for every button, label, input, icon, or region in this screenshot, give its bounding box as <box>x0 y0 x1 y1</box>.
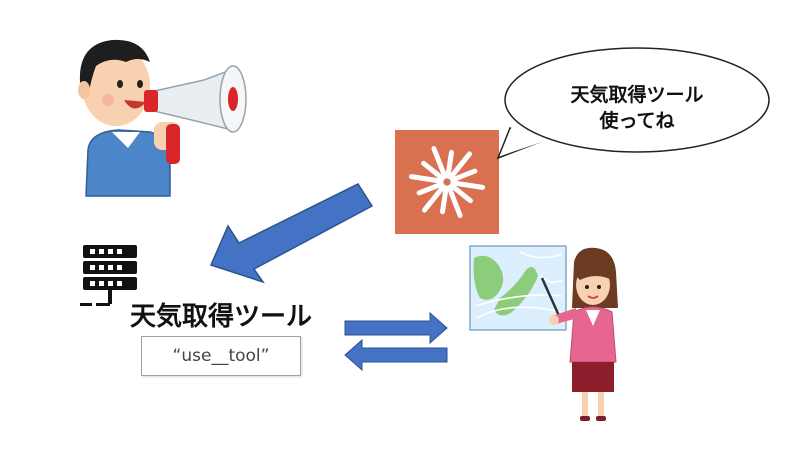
tool-code-box: “use__tool” <box>141 336 301 376</box>
logo-ray <box>445 149 454 179</box>
speech-bubble <box>496 47 770 160</box>
logo-ray <box>446 185 463 218</box>
logo-ray <box>408 174 444 184</box>
logo-ray <box>448 151 472 180</box>
tool-label: 天気取得ツール <box>130 302 313 332</box>
logo-ray <box>416 181 444 196</box>
logo-ray <box>450 168 478 183</box>
speech-bubble-line-1: 天気取得ツール <box>570 84 704 106</box>
logo-ray <box>421 160 445 181</box>
logo-ray <box>440 185 449 215</box>
logo-ray <box>431 146 448 179</box>
tool-code-text: “use__tool” <box>172 346 270 366</box>
arrow-left <box>344 338 448 372</box>
logo-ray <box>422 184 446 213</box>
claude-logo-icon <box>395 130 499 234</box>
weather-forecaster-icon <box>469 245 618 421</box>
man-with-megaphone-icon <box>78 39 247 197</box>
arrow-to-server <box>209 183 374 284</box>
server-icon <box>80 245 137 306</box>
logo-ray <box>450 180 486 190</box>
speech-bubble-text: 天気取得ツール 使ってね <box>512 82 762 134</box>
logo-ray <box>449 183 473 204</box>
arrow-right <box>344 311 448 345</box>
speech-bubble-line-2: 使ってね <box>599 110 675 132</box>
